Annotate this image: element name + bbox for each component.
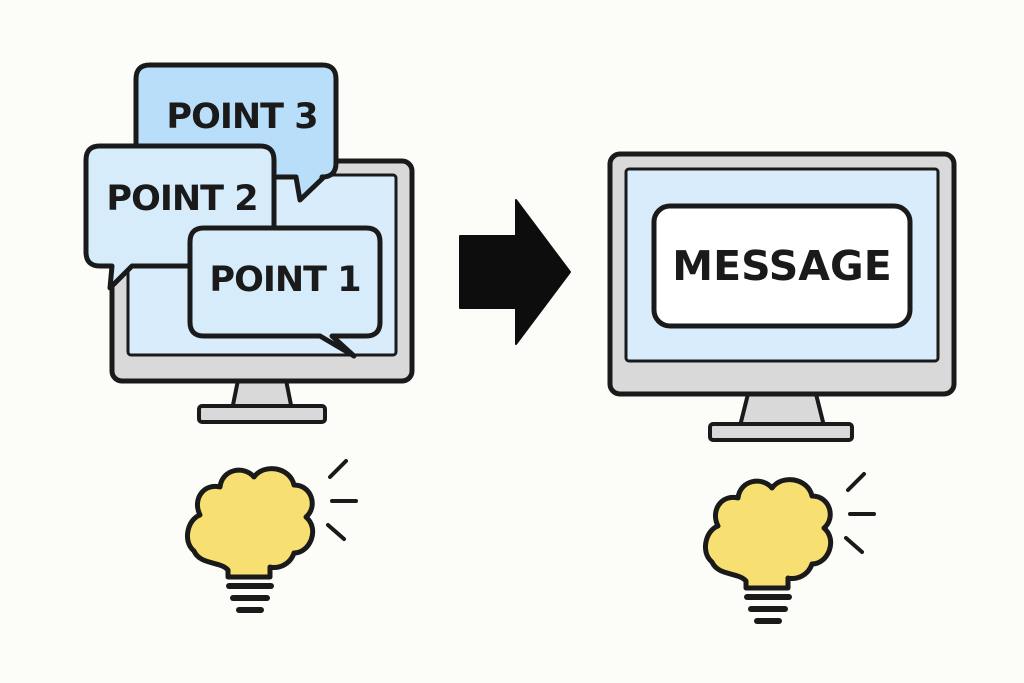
left-monitor-stand-base [197,404,327,424]
message-box: MESSAGE [651,203,913,329]
bubble-label-point-1: POINT 1 [209,260,360,300]
left-bulb-ray-bottom [326,523,346,541]
right-bulb-ray-bottom [844,536,864,554]
left-bulb-base-line-2 [230,595,270,601]
message-label: MESSAGE [672,242,891,290]
right-arrow-icon [459,199,571,345]
right-bulb-ray-top [846,472,866,492]
left-lightbulb-icon [184,459,358,613]
left-panel: POINT 3 POINT 2 POINT 1 [83,62,415,613]
speech-bubble-point-1: POINT 1 [187,225,383,359]
right-monitor-stand-base [708,422,854,442]
left-bulb-cloud [184,466,316,580]
right-bulb-base-line-1 [744,594,792,600]
right-bulb-cloud [702,477,834,591]
right-monitor-stand-neck [738,392,826,428]
bubble-label-point-2: POINT 2 [106,179,257,219]
left-bulb-base-line-1 [226,583,274,589]
left-bulb-ray-top [328,459,348,479]
right-bulb-base-line-2 [748,606,788,612]
right-lightbulb-icon [702,472,876,624]
left-bulb-base-line-3 [236,607,264,613]
right-panel: MESSAGE [607,151,957,624]
right-bulb-base-line-3 [754,618,782,624]
bubble-label-point-3: POINT 3 [166,97,317,137]
